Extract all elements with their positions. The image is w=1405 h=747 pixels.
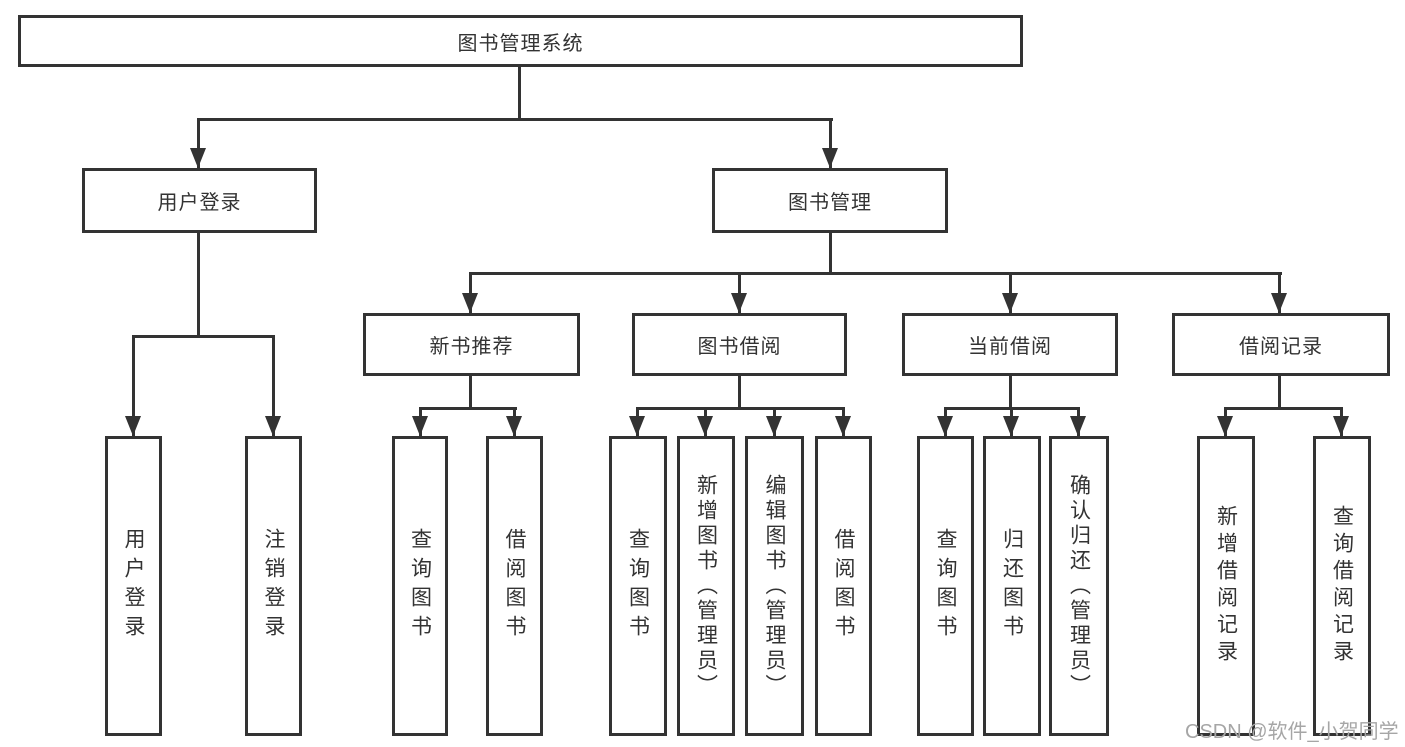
leaf-bookborrow-add-books: 新增图书（管理员） (677, 436, 735, 736)
leaf-newbooks-borrow-books: 借阅图书 (486, 436, 543, 736)
leaf-logout-label: 注销登录 (262, 528, 285, 644)
leaf-bookborrow-borrow-books-label: 借阅图书 (832, 528, 855, 644)
node-book-management-label: 图书管理 (788, 192, 872, 214)
node-new-book-recommend: 新书推荐 (363, 313, 580, 376)
connector-currentborrow-stem (1009, 376, 1012, 407)
leaf-bookborrow-edit-books: 编辑图书（管理员） (745, 436, 804, 736)
leaf-bookborrow-borrow-books: 借阅图书 (815, 436, 872, 736)
node-user-login: 用户登录 (82, 168, 317, 233)
arrow-down-icon (412, 416, 428, 436)
csdn-watermark: CSDN @软件_小贺同学 (1185, 721, 1399, 743)
arrow-down-icon (190, 148, 206, 168)
leaf-records-add-record-label: 新增借阅记录 (1214, 505, 1238, 667)
leaf-currentborrow-return-books-label: 归还图书 (1000, 528, 1024, 644)
arrow-down-icon (937, 416, 953, 436)
leaf-records-query-record-label: 查询借阅记录 (1330, 505, 1354, 667)
connector-root-branch (197, 118, 833, 121)
connector-root-stem (518, 67, 521, 118)
connector-l2-drop (469, 272, 472, 313)
connector-borrowrecords-branch (1224, 407, 1343, 410)
arrow-down-icon (835, 416, 851, 436)
arrow-down-icon (462, 293, 478, 313)
leaf-bookborrow-query-books-label: 查询图书 (626, 528, 650, 644)
connector-userlogin-drop (197, 118, 200, 168)
leaf-bookborrow-edit-books-label: 编辑图书（管理员） (763, 473, 786, 699)
arrow-down-icon (1070, 416, 1086, 436)
arrow-down-icon (731, 293, 747, 313)
leaf-newbooks-query-books: 查询图书 (392, 436, 448, 736)
node-book-borrow: 图书借阅 (632, 313, 847, 376)
node-current-borrow: 当前借阅 (902, 313, 1118, 376)
leaf-bookborrow-add-books-label: 新增图书（管理员） (694, 473, 718, 699)
node-borrow-records-label: 借阅记录 (1239, 336, 1323, 358)
arrow-down-icon (125, 416, 141, 436)
arrow-down-icon (1333, 416, 1349, 436)
connector-userlogin-branch (132, 335, 275, 338)
connector-bookborrow-branch (636, 407, 845, 410)
leaf-user-login-label: 用户登录 (122, 528, 145, 644)
node-new-book-recommend-label: 新书推荐 (429, 336, 514, 358)
node-current-borrow-label: 当前借阅 (968, 336, 1052, 358)
arrow-down-icon (1002, 293, 1018, 313)
leaf-newbooks-query-books-label: 查询图书 (408, 528, 432, 644)
arrow-down-icon (766, 416, 782, 436)
connector-bookmgmt-drop (829, 118, 832, 168)
connector-userlogin-stem (197, 233, 200, 335)
arrow-down-icon (697, 416, 713, 436)
arrow-down-icon (629, 416, 645, 436)
connector-bookborrow-stem (738, 376, 741, 407)
leaf-currentborrow-confirm-return: 确认归还（管理员） (1049, 436, 1109, 736)
connector-newbooks-branch (419, 407, 517, 410)
node-root-label: 图书管理系统 (457, 32, 584, 55)
connector-l2-drop (738, 272, 741, 313)
arrow-down-icon (1003, 416, 1019, 436)
connector-borrowrecords-stem (1278, 376, 1281, 407)
connector-bookmgmt-stem (829, 233, 832, 275)
leaf-logout: 注销登录 (245, 436, 302, 736)
arrow-down-icon (1271, 293, 1287, 313)
connector-leaf-drop (132, 335, 135, 436)
leaf-currentborrow-return-books: 归还图书 (983, 436, 1041, 736)
arrow-down-icon (265, 416, 281, 436)
leaf-bookborrow-query-books: 查询图书 (609, 436, 667, 736)
leaf-currentborrow-confirm-return-label: 确认归还（管理员） (1067, 473, 1091, 699)
connector-l2-drop (1009, 272, 1012, 313)
leaf-records-query-record: 查询借阅记录 (1313, 436, 1371, 736)
arrow-down-icon (1217, 416, 1233, 436)
leaf-currentborrow-query-books: 查询图书 (917, 436, 974, 736)
arrow-down-icon (506, 416, 522, 436)
node-root: 图书管理系统 (18, 15, 1023, 67)
leaf-user-login: 用户登录 (105, 436, 162, 736)
node-book-borrow-label: 图书借阅 (697, 336, 782, 358)
arrow-down-icon (822, 148, 838, 168)
leaf-records-add-record: 新增借阅记录 (1197, 436, 1255, 736)
node-borrow-records: 借阅记录 (1172, 313, 1390, 376)
connector-leaf-drop (272, 335, 275, 436)
node-user-login-label: 用户登录 (157, 192, 242, 214)
connector-bookmgmt-branch (469, 272, 1282, 275)
node-book-management: 图书管理 (712, 168, 948, 233)
leaf-currentborrow-query-books-label: 查询图书 (934, 528, 957, 644)
leaf-newbooks-borrow-books-label: 借阅图书 (503, 528, 526, 644)
connector-newbooks-stem (469, 376, 472, 407)
connector-l2-drop (1278, 272, 1281, 313)
